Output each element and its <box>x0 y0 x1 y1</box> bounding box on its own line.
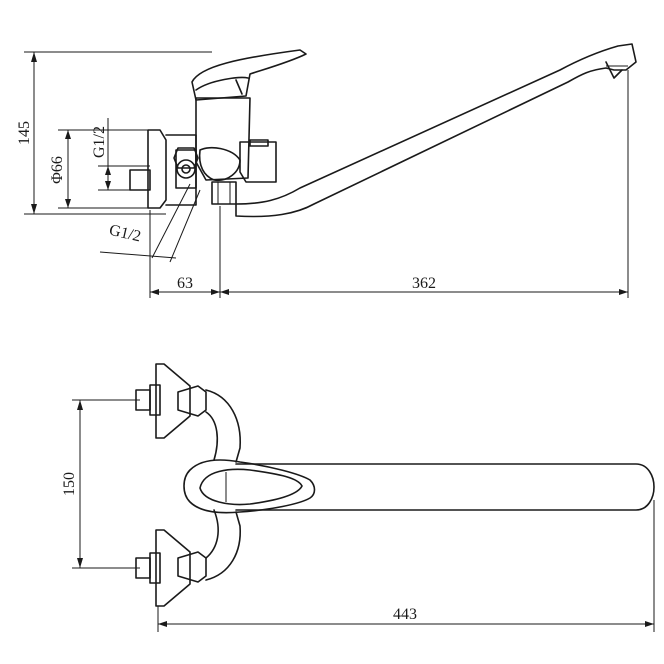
dimension-height: 145 <box>16 51 212 215</box>
offset-label: 63 <box>177 275 193 292</box>
side-view: 145 Φ66 G1/2 <box>16 43 637 298</box>
diameter-label: Φ66 <box>49 156 66 184</box>
dimension-thread-bottom: G1/2 <box>99 183 201 263</box>
thread-bottom-label: G1/2 <box>108 222 143 246</box>
eccentric-connector-top <box>135 363 207 439</box>
thread-top-label: G1/2 <box>91 126 108 158</box>
spout <box>235 43 637 218</box>
top-body <box>205 389 241 581</box>
total-length-label: 443 <box>393 606 417 623</box>
dimension-diameter: Φ66 <box>49 129 160 209</box>
eccentric-connector-bottom <box>135 529 207 607</box>
mixer-body <box>129 97 277 209</box>
dimension-thread-top: G1/2 <box>91 118 150 191</box>
spout-reach-label: 362 <box>412 275 436 292</box>
lever-handle <box>191 49 307 101</box>
top-view: 150 <box>61 363 655 632</box>
height-label: 145 <box>16 121 33 145</box>
inlet-spacing-label: 150 <box>61 472 78 496</box>
top-spout <box>183 459 655 514</box>
dimension-horizontal: 63 362 <box>149 70 629 298</box>
dimension-total-length: 443 <box>157 500 655 632</box>
dimension-inlet-spacing: 150 <box>61 399 140 569</box>
